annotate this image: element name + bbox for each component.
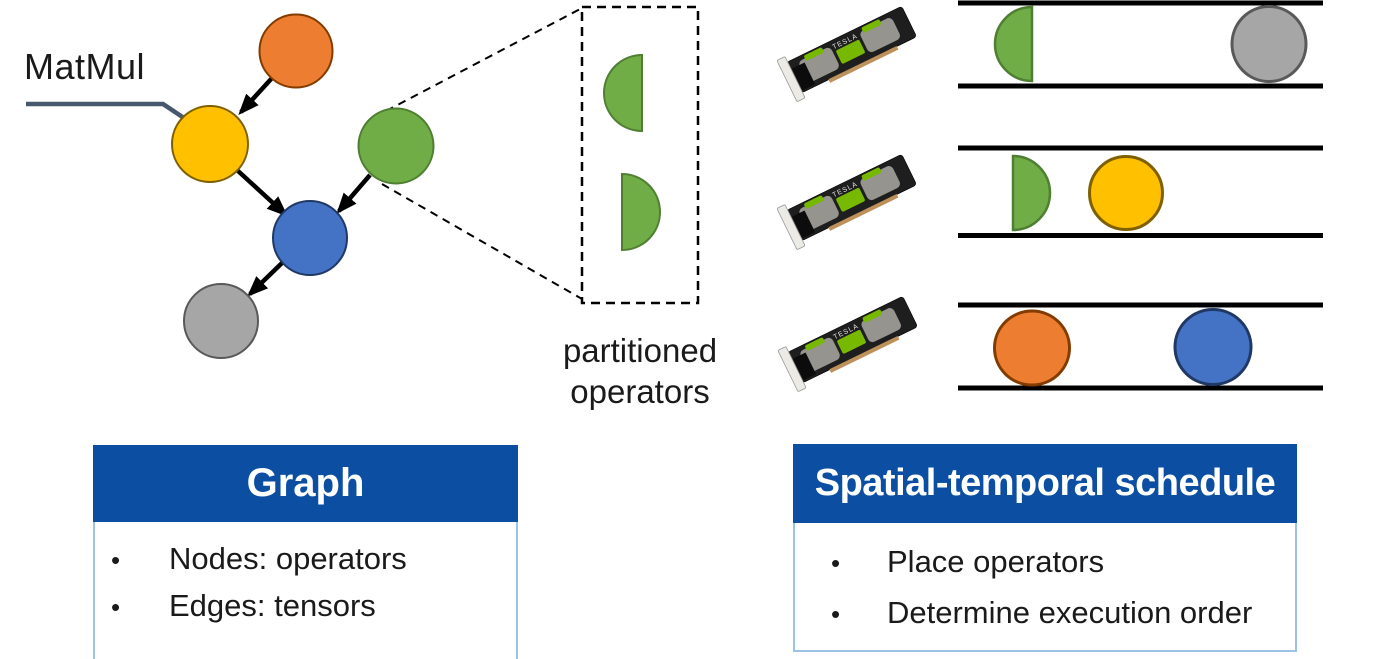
partition-caption-line2: operators (570, 373, 710, 410)
lane2-green-half-op (1011, 154, 1052, 232)
lane3-orange-op (993, 309, 1071, 387)
graph-bullet-nodes-text: Nodes: operators (169, 541, 407, 576)
edge-blue-to-gray (247, 260, 285, 297)
partition-caption: partitioned operators (515, 330, 765, 412)
gpu-card-3 (777, 290, 921, 393)
schedule-bullet-order-text: Determine execution order (887, 595, 1253, 630)
lane3-blue-op (1173, 308, 1253, 386)
edge-green-to-blue (336, 173, 372, 215)
schedule-legend-body: • Place operators • Determine execution … (793, 523, 1297, 652)
node-green (357, 107, 435, 185)
gpu-card-2 (776, 148, 920, 251)
lane1-gray-op (1230, 5, 1308, 83)
gpu-card-1 (776, 0, 920, 103)
partition-box (580, 5, 700, 305)
edge-orange-to-yellow (238, 76, 274, 115)
graph-bullet-edges: • Edges: tensors (95, 583, 516, 630)
graph-legend-body: • Nodes: operators • Edges: tensors (93, 522, 518, 659)
lane1-green-half-op (993, 5, 1034, 83)
matmul-label: MatMul (24, 46, 146, 87)
partition-half-left (603, 53, 643, 133)
node-yellow (171, 105, 249, 183)
edge-yellow-to-blue (235, 168, 288, 217)
zoom-connector-bottom (381, 183, 583, 300)
bullet-icon: • (111, 592, 121, 622)
schedule-legend-box: Spatial-temporal schedule • Place operat… (793, 444, 1297, 652)
node-gray (183, 283, 259, 359)
lane2-yellow-op (1088, 155, 1164, 231)
bullet-icon: • (831, 599, 841, 629)
schedule-bullet-order: • Determine execution order (795, 588, 1295, 639)
schedule-bullet-place-text: Place operators (887, 544, 1105, 579)
graph-legend-box: Graph • Nodes: operators • Edges: tensor… (93, 445, 518, 659)
zoom-connector-top (385, 7, 583, 112)
schedule-bullet-place: • Place operators (795, 537, 1295, 588)
graph-bullet-edges-text: Edges: tensors (169, 588, 376, 623)
graph-legend-title: Graph (93, 445, 518, 522)
graph-bullet-nodes: • Nodes: operators (95, 536, 516, 583)
bullet-icon: • (831, 548, 841, 578)
node-blue (272, 200, 348, 276)
schedule-legend-title: Spatial-temporal schedule (793, 444, 1297, 523)
partition-caption-line1: partitioned (562, 332, 718, 369)
bullet-icon: • (111, 545, 121, 575)
partition-half-right (621, 172, 661, 252)
node-orange (258, 13, 334, 89)
